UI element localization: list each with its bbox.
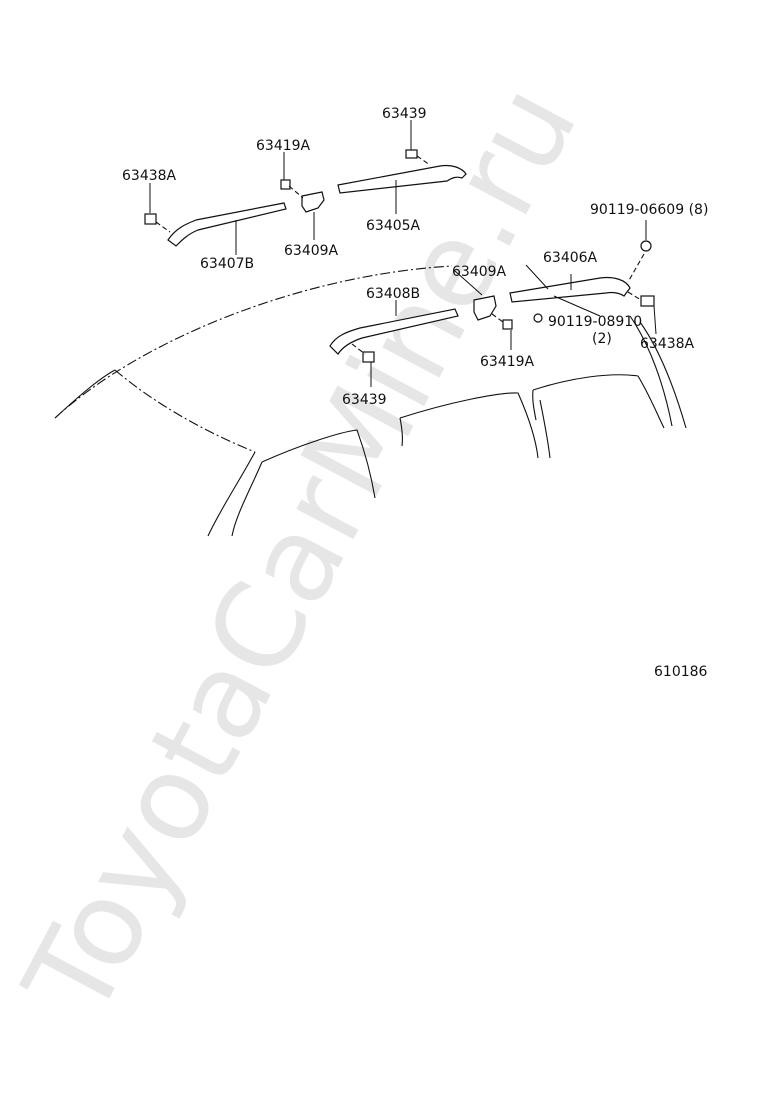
label-63438A-right: 63438A [640, 336, 695, 352]
label-90119-08910: 90119-08910 [548, 314, 642, 330]
label-63407B: 63407B [200, 256, 254, 272]
diagram-id: 610186 [654, 664, 708, 680]
grip-63406A [454, 220, 657, 350]
label-63409A-left: 63409A [284, 243, 339, 259]
label-63439-bottom: 63439 [342, 392, 387, 408]
grip-63407B [144, 152, 325, 255]
grip-63405A [337, 120, 467, 214]
label-63405A: 63405A [366, 218, 421, 234]
label-63438A-left: 63438A [122, 168, 177, 184]
label-90119-06609: 90119-06609 (8) [590, 202, 708, 218]
grip-63408B [329, 300, 459, 387]
label-63409A-right: 63409A [452, 264, 507, 280]
label-63419A-left: 63419A [256, 138, 311, 154]
label-63439-top: 63439 [382, 106, 427, 122]
label-90119-08910-qty: (2) [592, 331, 612, 347]
label-63419A-right: 63419A [480, 354, 535, 370]
label-63406A: 63406A [543, 250, 598, 266]
label-63408B: 63408B [366, 286, 420, 302]
vehicle-body-outline [54, 265, 687, 537]
watermark: ToyotaCarMine.ru [0, 63, 604, 1039]
